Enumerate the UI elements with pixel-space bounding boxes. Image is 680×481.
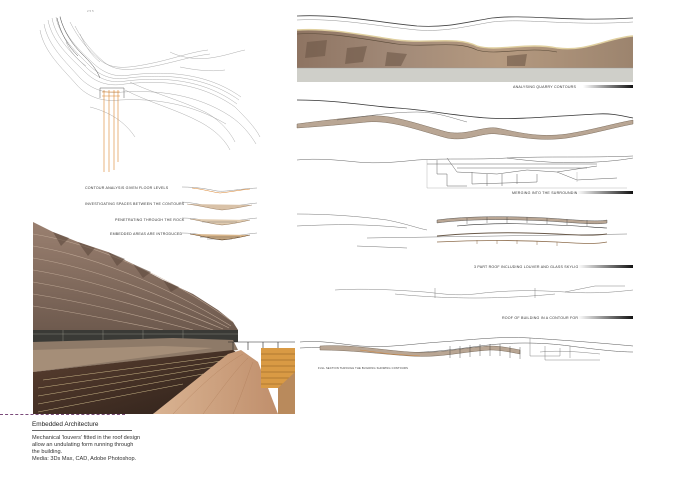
project-title: Embedded Architecture: [32, 421, 99, 428]
contour-diagram-2: [181, 201, 258, 211]
label-roof-louver: 3 PART ROOF INCLUDING LOUVER AND GLASS S…: [474, 265, 584, 269]
description-line: allow an undulating form running through: [32, 442, 134, 448]
contour-diagram-3: [181, 217, 258, 226]
label-penetrating-rock: PENETRATING THROUGH THE ROCK: [115, 218, 185, 222]
interior-render: [32, 222, 295, 415]
divider-dashed: [0, 414, 125, 415]
roof-layers-section: [296, 213, 628, 249]
contour-ribbon-section: [296, 99, 634, 140]
contour-roof-section: [334, 285, 634, 299]
contour-diagram-4: [181, 232, 258, 241]
title-underline: [32, 430, 132, 431]
description-line: Mechanical 'louvers' fitted in the roof …: [32, 435, 141, 441]
description-line: Media: 3Ds Max, CAD, Adobe Photoshop.: [32, 456, 137, 462]
label-roof-contour: ROOF OF BUILDING IN A CONTOUR FORM: [502, 316, 582, 320]
full-building-section: [299, 337, 634, 361]
description-line: the building.: [32, 449, 63, 455]
label-contour-analysis: CONTOUR ANALYSIS GIVEN FLOOR LEVELS: [85, 186, 169, 190]
label-quarry: ANALYSING QUARRY CONTOURS: [513, 85, 577, 89]
label-embedded-areas: EMBEDDED AREAS ARE INTRODUCED: [110, 232, 183, 236]
gradient-bar-roof-louver: [578, 265, 633, 268]
label-bottom-caption: FULL SECTION THROUGH THE BUILDING SHOWIN…: [318, 367, 409, 370]
label-investigating-spaces: INVESTIGATING SPACES BETWEEN THE CONTOUR…: [85, 202, 185, 206]
header-note: 2 5 5: [87, 9, 94, 13]
contour-site-plan: [39, 15, 261, 172]
quarry-photo-section: [296, 15, 634, 82]
label-merging: MERGING INTO THE SURROUNDINGS: [512, 191, 584, 195]
contour-diagram-1: [181, 186, 258, 194]
project-description: Mechanical 'louvers' fitted in the roof …: [32, 435, 142, 463]
gradient-bar-roof-contour: [578, 316, 633, 319]
merging-section: [296, 155, 634, 189]
gradient-bar-quarry: [583, 85, 633, 88]
gradient-bar-merging: [577, 191, 633, 194]
